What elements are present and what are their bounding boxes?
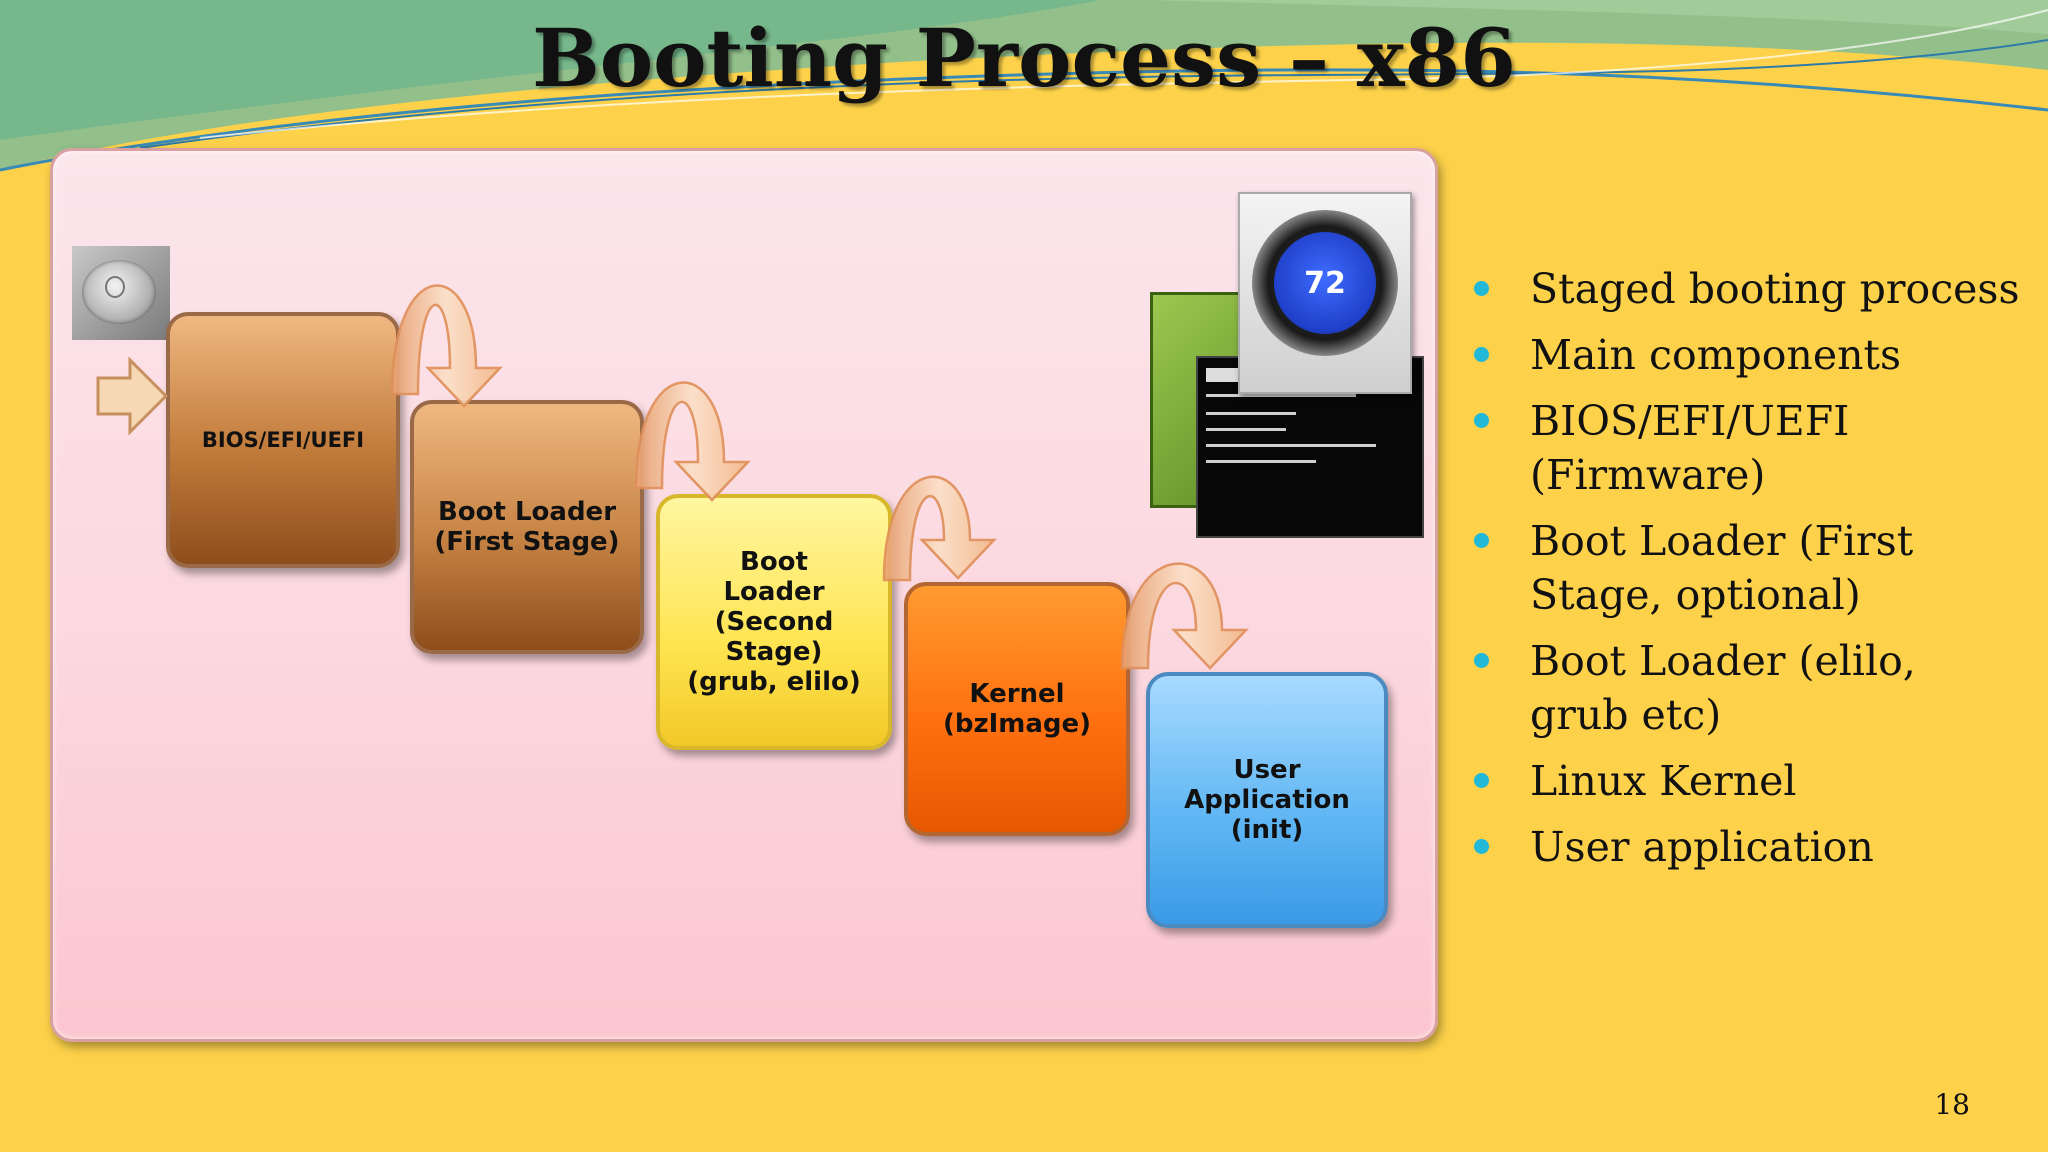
bullet-item: Main components bbox=[1466, 328, 2026, 382]
stage-label: Kernel (bzImage) bbox=[942, 679, 1092, 739]
power-button-photo bbox=[72, 246, 170, 340]
thermostat-icon: 72 bbox=[1252, 210, 1398, 356]
background-waves bbox=[0, 0, 2048, 172]
stage-label: BIOS/EFI/UEFI bbox=[201, 428, 365, 452]
power-symbol-icon bbox=[105, 276, 125, 298]
page-number: 18 bbox=[1934, 1088, 1970, 1121]
bullet-item: User application bbox=[1466, 820, 2026, 874]
power-button-icon bbox=[82, 260, 156, 324]
bullet-item: BIOS/EFI/UEFI (Firmware) bbox=[1466, 394, 2026, 502]
stage-boot-loader-second: Boot Loader (Second Stage) (grub, elilo) bbox=[656, 494, 892, 750]
stage-label: User Application (init) bbox=[1184, 755, 1350, 845]
stage-label: Boot Loader (Second Stage) (grub, elilo) bbox=[687, 547, 861, 697]
terminal-line bbox=[1206, 394, 1356, 397]
stage-boot-loader-first: Boot Loader (First Stage) bbox=[410, 400, 644, 654]
terminal-line bbox=[1206, 444, 1376, 447]
bullet-item: Staged booting process bbox=[1466, 262, 2026, 316]
bullet-list: Staged booting process Main components B… bbox=[1466, 262, 2026, 886]
bullet-item: Boot Loader (elilo, grub etc) bbox=[1466, 634, 2026, 742]
stage-bios-efi-uefi: BIOS/EFI/UEFI bbox=[166, 312, 400, 568]
terminal-line bbox=[1206, 428, 1286, 431]
bullet-item: Boot Loader (First Stage, optional) bbox=[1466, 514, 2026, 622]
bullet-item: Linux Kernel bbox=[1466, 754, 2026, 808]
thermostat-photo: 72 bbox=[1238, 192, 1412, 394]
stage-kernel: Kernel (bzImage) bbox=[904, 582, 1130, 836]
slide-title: Booting Process – x86 bbox=[532, 11, 1516, 105]
terminal-line bbox=[1206, 412, 1296, 415]
stage-user-application: User Application (init) bbox=[1146, 672, 1388, 928]
terminal-line bbox=[1206, 460, 1316, 463]
stage-label: Boot Loader (First Stage) bbox=[434, 497, 620, 557]
thermostat-reading: 72 bbox=[1274, 232, 1376, 334]
